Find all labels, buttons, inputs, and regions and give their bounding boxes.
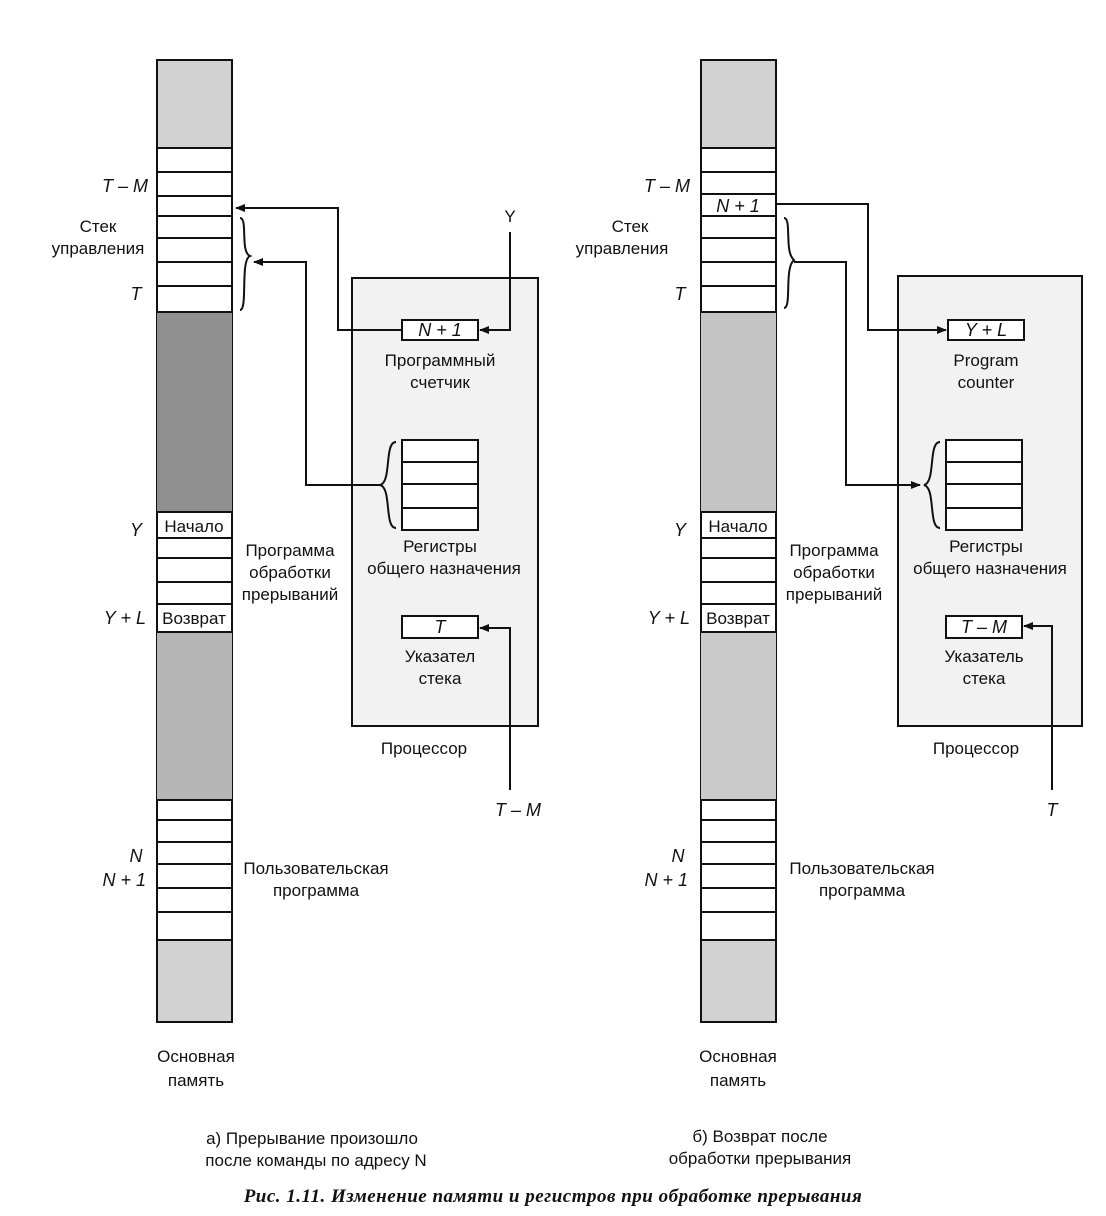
addr-n1-b: N + 1: [644, 870, 688, 890]
user-program-label-b-1: Пользовательская: [789, 859, 934, 878]
subcaption-a-2: после команды по адресу N: [205, 1151, 426, 1170]
handler-program-b: [700, 511, 777, 633]
stack-cell-value-b: N + 1: [716, 196, 760, 216]
regs-label-b-2: общего назначения: [913, 559, 1067, 578]
handler-label-b-2: обработки: [793, 563, 875, 582]
cell-start-b: Начало: [708, 517, 767, 536]
sp-label-a-1: Указател: [405, 647, 475, 666]
control-stack-b: [700, 147, 777, 313]
user-program-label-a-1: Пользовательская: [243, 859, 388, 878]
stack-brace-a: [239, 217, 253, 311]
sp-label-a-2: стека: [419, 669, 462, 688]
arrow-stack-to-pc-b: [776, 203, 947, 334]
stack-label-a-1: Стек: [80, 217, 117, 236]
input-y-a: Y: [504, 207, 515, 226]
memory-title-a-1: Основная: [157, 1047, 235, 1066]
control-stack-a: [156, 147, 233, 313]
panel-a: Начало Возврат T – M Стек управления T Y…: [52, 59, 541, 1170]
registers-brace-b: [923, 441, 941, 529]
stack-label-a-2: управления: [52, 239, 145, 258]
handler-label-a-2: обработки: [249, 563, 331, 582]
handler-region-b: [701, 312, 776, 512]
cell-return-a: Возврат: [162, 609, 226, 628]
main-memory-a: Начало Возврат: [156, 59, 233, 1023]
processor-label-b: Процессор: [933, 739, 1019, 758]
handler-program-a: [156, 511, 233, 633]
addr-tm-a: T – M: [102, 176, 148, 196]
user-program-area-a: [156, 799, 233, 941]
sp-value-a: T: [435, 617, 448, 637]
subcaption-a-1: а) Прерывание произошло: [206, 1129, 418, 1148]
program-counter-b: [947, 319, 1025, 341]
addr-y-b: Y: [674, 520, 688, 540]
addr-y-a: Y: [130, 520, 144, 540]
cell-return-b: Возврат: [706, 609, 770, 628]
cell-start-a: Начало: [164, 517, 223, 536]
mid-region-b: [701, 632, 776, 800]
memory-title-b-2: память: [710, 1071, 766, 1090]
stack-brace-b: [783, 217, 796, 309]
stack-pointer-a: [401, 615, 479, 639]
addr-yl-b: Y + L: [648, 608, 690, 628]
regs-label-a-1: Регистры: [403, 537, 477, 556]
pc-value-a: N + 1: [418, 320, 462, 340]
pc-label-b-1: Program: [953, 351, 1018, 370]
addr-t-b: T: [675, 284, 688, 304]
handler-label-b-1: Программа: [789, 541, 879, 560]
subcaption-b-2: обработки прерывания: [669, 1149, 852, 1168]
addr-t-a: T: [131, 284, 144, 304]
handler-label-a-1: Программа: [245, 541, 335, 560]
memory-title-b-1: Основная: [699, 1047, 777, 1066]
arrow-t-to-sp-b: [1023, 622, 1053, 790]
arrow-regs-to-stack-a: [253, 258, 380, 486]
figure-caption: Рис. 1.11. Изменение памяти и регистров …: [243, 1186, 863, 1207]
user-program-label-b-2: программа: [819, 881, 906, 900]
stack-label-b-2: управления: [576, 239, 669, 258]
regs-label-b-1: Регистры: [949, 537, 1023, 556]
pc-value-b: Y + L: [965, 320, 1007, 340]
handler-region-a: [157, 312, 232, 512]
input-t-b: T: [1047, 800, 1060, 820]
sp-label-b-2: стека: [963, 669, 1006, 688]
arrow-pc-to-stack-a: [235, 204, 402, 331]
mid-region-a: [157, 632, 232, 800]
addr-n-a: N: [130, 846, 144, 866]
panel-b: N + 1 Начало Возврат T – M Стек управлен…: [576, 59, 1083, 1168]
arrow-tm-to-sp-a: [479, 624, 511, 790]
sp-value-b: T – M: [961, 617, 1007, 637]
stack-pointer-b: [945, 615, 1023, 639]
memory-title-a-2: память: [168, 1071, 224, 1090]
user-program-area-b: [700, 799, 777, 941]
input-tm-a: T – M: [495, 800, 541, 820]
arrow-y-to-pc-a: [479, 232, 511, 334]
handler-label-a-3: прерываний: [242, 585, 338, 604]
user-program-label-a-2: программа: [273, 881, 360, 900]
arrow-stack-to-regs-b: [794, 261, 921, 489]
processor-label-a: Процессор: [381, 739, 467, 758]
main-memory-b: N + 1 Начало Возврат: [700, 59, 777, 1023]
addr-yl-a: Y + L: [104, 608, 146, 628]
stack-label-b-1: Стек: [612, 217, 649, 236]
pc-label-b-2: counter: [958, 373, 1015, 392]
addr-n-b: N: [672, 846, 686, 866]
addr-n1-a: N + 1: [102, 870, 146, 890]
subcaption-b-1: б) Возврат после: [692, 1127, 827, 1146]
pc-label-a-2: счетчик: [410, 373, 470, 392]
handler-label-b-3: прерываний: [786, 585, 882, 604]
regs-label-a-2: общего назначения: [367, 559, 521, 578]
sp-label-b-1: Указатель: [944, 647, 1023, 666]
pc-label-a-1: Программный: [385, 351, 496, 370]
addr-tm-b: T – M: [644, 176, 690, 196]
